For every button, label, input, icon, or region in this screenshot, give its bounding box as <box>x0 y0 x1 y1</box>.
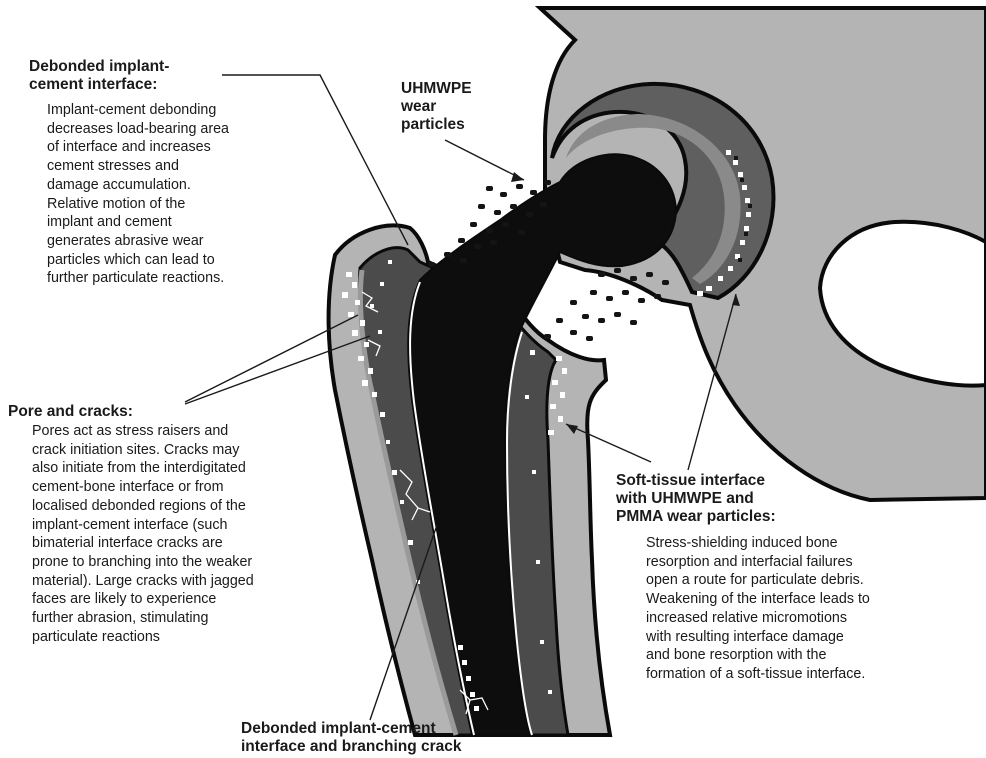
soft-tissue-body: Stress-shielding induced bone resorption… <box>646 534 870 684</box>
pore-cracks-title: Pore and cracks: <box>8 403 254 421</box>
uhmwpe-title: UHMWPE wear particles <box>401 80 472 134</box>
debonded-interface-annotation: Debonded implant- cement interface: Impl… <box>29 58 229 288</box>
soft-tissue-annotation: Soft-tissue interface with UHMWPE and PM… <box>616 472 870 684</box>
leader-debonded-interface <box>222 75 408 245</box>
pore-cracks-body: Pores act as stress raisers and crack in… <box>32 422 254 646</box>
leader-uhmwpe <box>445 140 524 180</box>
uhmwpe-annotation: UHMWPE wear particles <box>401 80 472 134</box>
debonded-interface-body: Implant-cement debonding decreases load-… <box>47 101 229 288</box>
soft-tissue-title: Soft-tissue interface with UHMWPE and PM… <box>616 472 870 526</box>
arrowhead-uhmwpe <box>511 172 524 182</box>
debonded-interface-title: Debonded implant- cement interface: <box>29 58 229 94</box>
branching-crack-annotation: Debonded implant-cement interface and br… <box>241 720 462 756</box>
branching-crack-title: Debonded implant-cement interface and br… <box>241 720 462 756</box>
pore-cracks-annotation: Pore and cracks: Pores act as stress rai… <box>8 403 254 646</box>
